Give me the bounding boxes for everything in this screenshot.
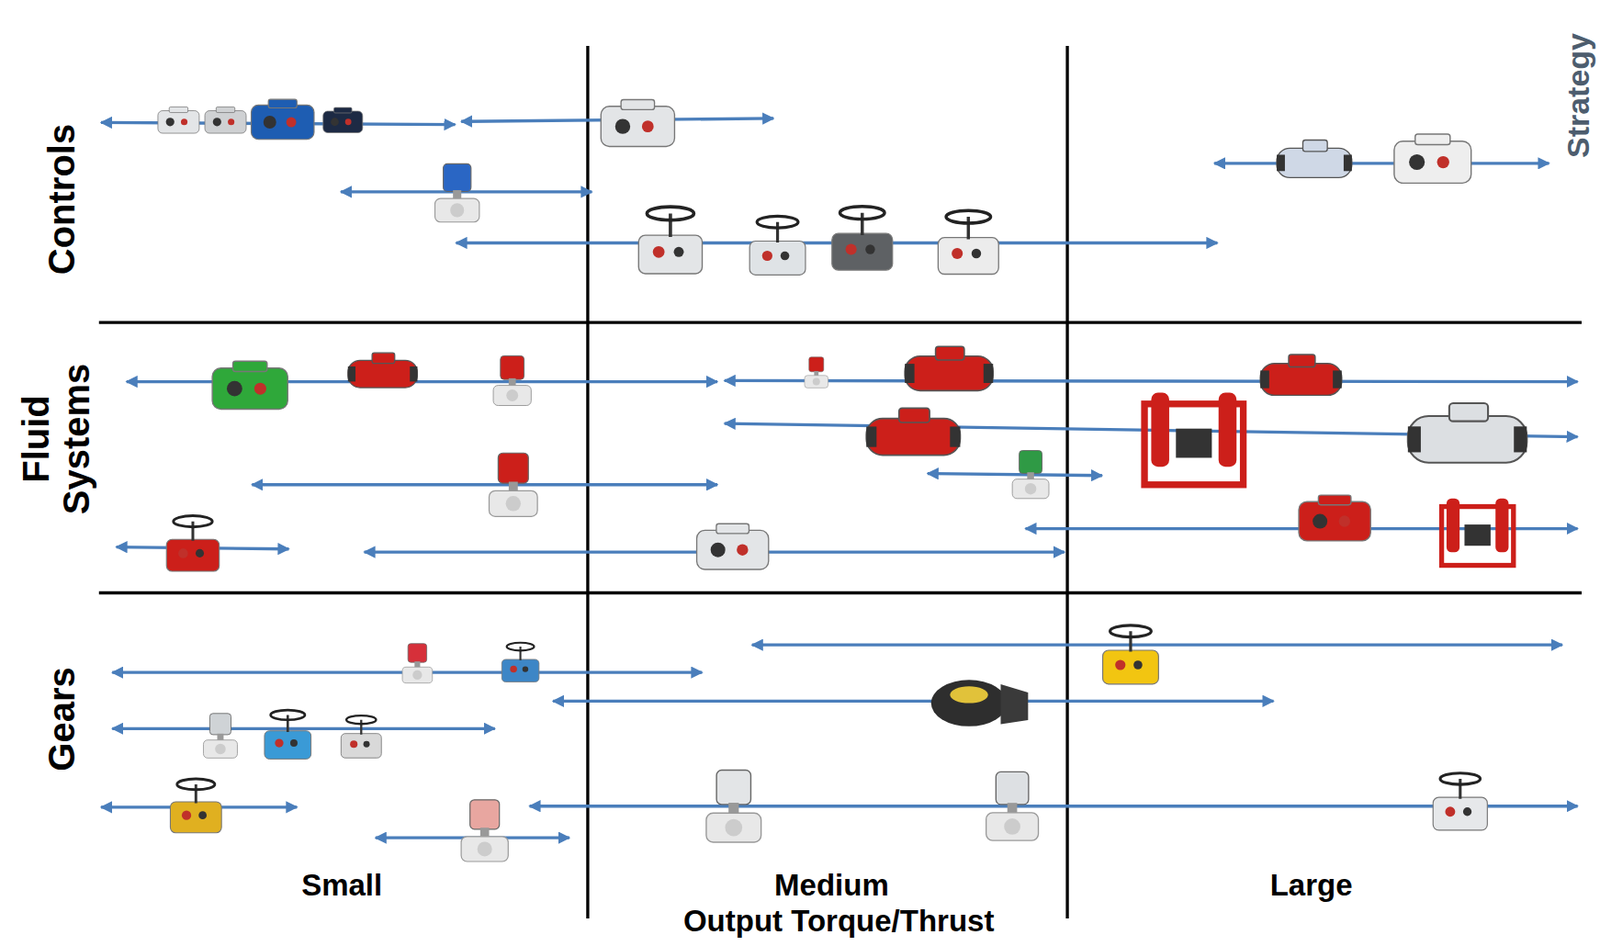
gearbox-picture bbox=[706, 770, 762, 843]
row-heading: Gears bbox=[41, 627, 82, 812]
actuator-picture bbox=[204, 106, 247, 134]
axis-category: Large bbox=[1219, 868, 1404, 902]
actuator-picture bbox=[638, 206, 702, 274]
gearbox-picture bbox=[931, 679, 1029, 727]
range-arrow bbox=[752, 643, 1563, 647]
gearbox-picture bbox=[169, 778, 222, 834]
product-pictures bbox=[157, 99, 1527, 862]
actuator-picture bbox=[1394, 134, 1472, 183]
actuator-picture bbox=[804, 357, 829, 389]
divider-line bbox=[99, 591, 1582, 595]
actuator-picture bbox=[1144, 393, 1244, 485]
gearbox-picture bbox=[264, 709, 312, 759]
row-heading: Fluid Systems bbox=[15, 351, 97, 527]
corner-tag: Strategy bbox=[1562, 3, 1597, 188]
range-arrow bbox=[112, 727, 496, 731]
range-arrow bbox=[927, 473, 1103, 476]
actuator-picture bbox=[1276, 139, 1353, 178]
axis-category: Small bbox=[249, 868, 434, 902]
actuator-picture bbox=[904, 346, 993, 391]
gearbox-picture bbox=[1103, 625, 1160, 685]
actuator-picture bbox=[832, 206, 893, 271]
gearbox-picture bbox=[501, 642, 540, 683]
actuator-picture bbox=[1442, 498, 1514, 566]
actuator-picture bbox=[749, 215, 806, 275]
actuator-picture bbox=[1408, 403, 1527, 463]
actuator-picture bbox=[1298, 495, 1371, 541]
actuator-picture bbox=[212, 360, 288, 409]
axis-title: Output Torque/Thrust bbox=[645, 904, 1032, 938]
grid-lines bbox=[99, 45, 1582, 919]
actuator-picture bbox=[323, 107, 363, 133]
gearbox-picture bbox=[986, 771, 1039, 841]
actuator-picture bbox=[600, 99, 675, 147]
gearbox-picture bbox=[1432, 773, 1488, 831]
actuator-picture bbox=[489, 452, 539, 517]
actuator-picture bbox=[157, 106, 200, 134]
row-heading: Controls bbox=[41, 89, 82, 310]
range-arrow bbox=[552, 699, 1274, 703]
gearbox-picture bbox=[402, 643, 433, 684]
gearbox-picture bbox=[461, 800, 508, 862]
range-arrow bbox=[1214, 161, 1549, 165]
actuator-picture bbox=[1260, 354, 1342, 395]
actuator-picture bbox=[348, 352, 418, 388]
actuator-picture bbox=[866, 407, 960, 455]
divider-line bbox=[99, 320, 1582, 324]
range-arrow bbox=[529, 804, 1578, 808]
actuator-picture bbox=[697, 523, 769, 570]
actuator-picture bbox=[493, 355, 531, 406]
range-arrow bbox=[724, 380, 1578, 382]
range-arrow bbox=[251, 483, 718, 486]
actuator-picture bbox=[937, 210, 999, 274]
divider-line bbox=[1065, 45, 1069, 919]
actuator-picture bbox=[251, 99, 315, 140]
gearbox-picture bbox=[340, 715, 382, 758]
axis-category: Medium bbox=[730, 868, 933, 902]
actuator-picture bbox=[435, 163, 480, 222]
actuator-picture bbox=[1012, 450, 1049, 499]
range-arrows bbox=[101, 118, 1578, 838]
gearbox-picture bbox=[202, 713, 237, 759]
divider-line bbox=[585, 45, 589, 919]
actuator-picture bbox=[166, 516, 219, 572]
